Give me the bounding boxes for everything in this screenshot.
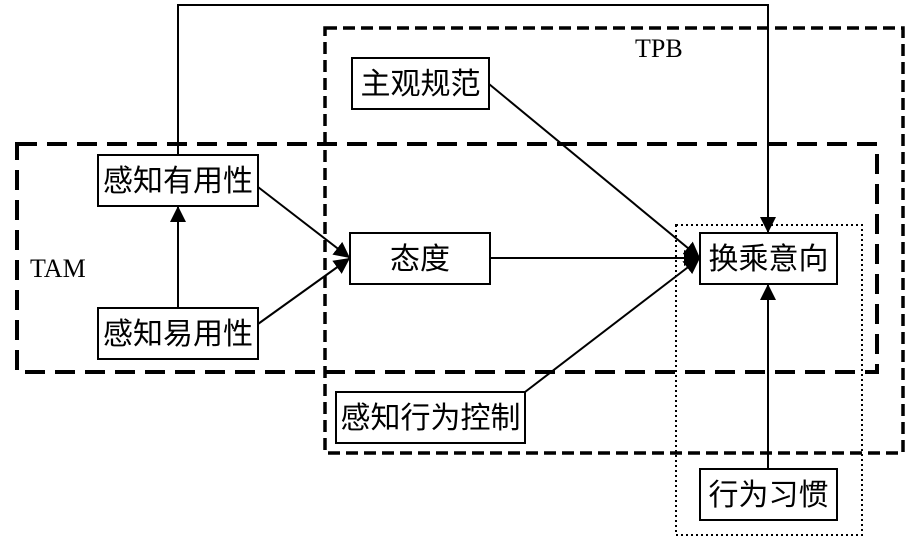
node-subjective-norm-label: 主观规范 (361, 67, 481, 102)
edge-norm-to-intention (488, 83, 701, 259)
node-attitude: 态度 (349, 232, 491, 285)
tpb-label: TPB (635, 34, 683, 63)
node-perceived-ease-of-use-label: 感知易用性 (103, 317, 253, 352)
node-perceived-behavioral-control: 感知行为控制 (335, 391, 526, 444)
edge-usefulness-to-attitude (257, 186, 351, 259)
edge-ease-to-attitude (257, 257, 351, 325)
node-attitude-label: 态度 (390, 242, 450, 277)
tpb-group-box (323, 26, 905, 455)
node-perceived-usefulness-label: 感知有用性 (103, 164, 253, 199)
tam-group-box (15, 142, 879, 374)
node-perceived-usefulness: 感知有用性 (97, 154, 259, 207)
node-perceived-behavioral-control-label: 感知行为控制 (341, 401, 521, 436)
node-perceived-ease-of-use: 感知易用性 (97, 307, 259, 360)
edge-usefulness-to-intention (177, 4, 776, 233)
node-transfer-intention-label: 换乘意向 (709, 242, 829, 277)
node-behavioral-habit-label: 行为习惯 (709, 478, 829, 513)
node-transfer-intention: 换乘意向 (699, 232, 838, 285)
habit-group-box (675, 224, 863, 536)
node-behavioral-habit: 行为习惯 (699, 468, 838, 521)
edge-pbc-to-intention (524, 257, 701, 393)
node-subjective-norm: 主观规范 (351, 57, 490, 110)
tam-label: TAM (30, 254, 86, 283)
